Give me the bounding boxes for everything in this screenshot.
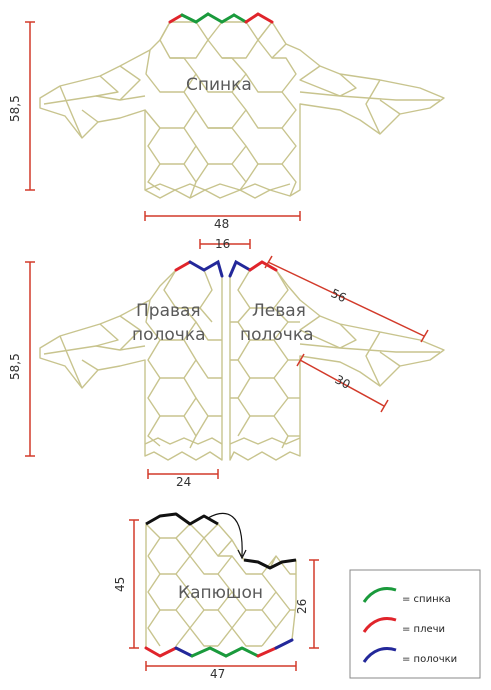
back-height-dimension xyxy=(25,21,35,191)
sleeve-length-dimension xyxy=(264,255,429,343)
front-width-dimension xyxy=(147,469,219,479)
legend-text-fronts: = полочки xyxy=(402,654,457,665)
back-seams xyxy=(168,12,274,24)
hood-bottom-seams xyxy=(144,638,294,658)
neck-gap-label: 16 xyxy=(215,237,230,251)
hood-arrow xyxy=(207,512,247,560)
back-width-label: 48 xyxy=(214,217,229,231)
legend-box: = спинка = плечи = полочки xyxy=(349,569,481,679)
back-width-dimension xyxy=(144,211,301,221)
left-front-piece xyxy=(229,261,445,461)
sleeve-length-label: 56 xyxy=(329,286,349,305)
back-height-label: 58,5 xyxy=(8,95,22,122)
front-height-label: 58,5 xyxy=(8,353,22,380)
hood-height-label: 45 xyxy=(113,577,127,592)
left-front-label-line2: полочка xyxy=(240,325,314,345)
front-seam-swatch xyxy=(362,647,397,663)
legend-item-fronts: = полочки xyxy=(362,647,457,665)
hood-height-dimension xyxy=(129,519,139,649)
left-front-label-line1: Левая xyxy=(252,301,306,321)
back-piece xyxy=(39,13,445,199)
legend-item-back: = спинка xyxy=(362,587,451,605)
right-front-label-line2: полочка xyxy=(132,325,206,345)
legend-text-shoulders: = плечи xyxy=(402,624,445,635)
hood-top-edge xyxy=(145,512,297,570)
legend-item-shoulders: = плечи xyxy=(362,617,445,635)
front-width-label: 24 xyxy=(176,475,191,489)
front-height-dimension xyxy=(25,261,35,457)
legend-text-back: = спинка xyxy=(402,594,451,605)
hood-label: Капюшон xyxy=(178,583,263,603)
back-seam-swatch xyxy=(362,587,397,603)
hood-side-dimension xyxy=(309,559,319,649)
hood-width-dimension xyxy=(145,661,297,671)
hood-width-label: 47 xyxy=(210,667,225,681)
front-seams xyxy=(174,259,278,278)
right-front-piece xyxy=(39,261,223,461)
sleeve-cuff-label: 30 xyxy=(333,372,353,392)
hood-side-label: 26 xyxy=(295,599,309,614)
back-label: Спинка xyxy=(186,75,252,95)
shoulder-seam-swatch xyxy=(362,617,397,633)
neck-gap-dimension xyxy=(199,239,251,249)
sleeve-cuff-dimension xyxy=(296,353,389,413)
right-front-label-line1: Правая xyxy=(136,301,201,321)
